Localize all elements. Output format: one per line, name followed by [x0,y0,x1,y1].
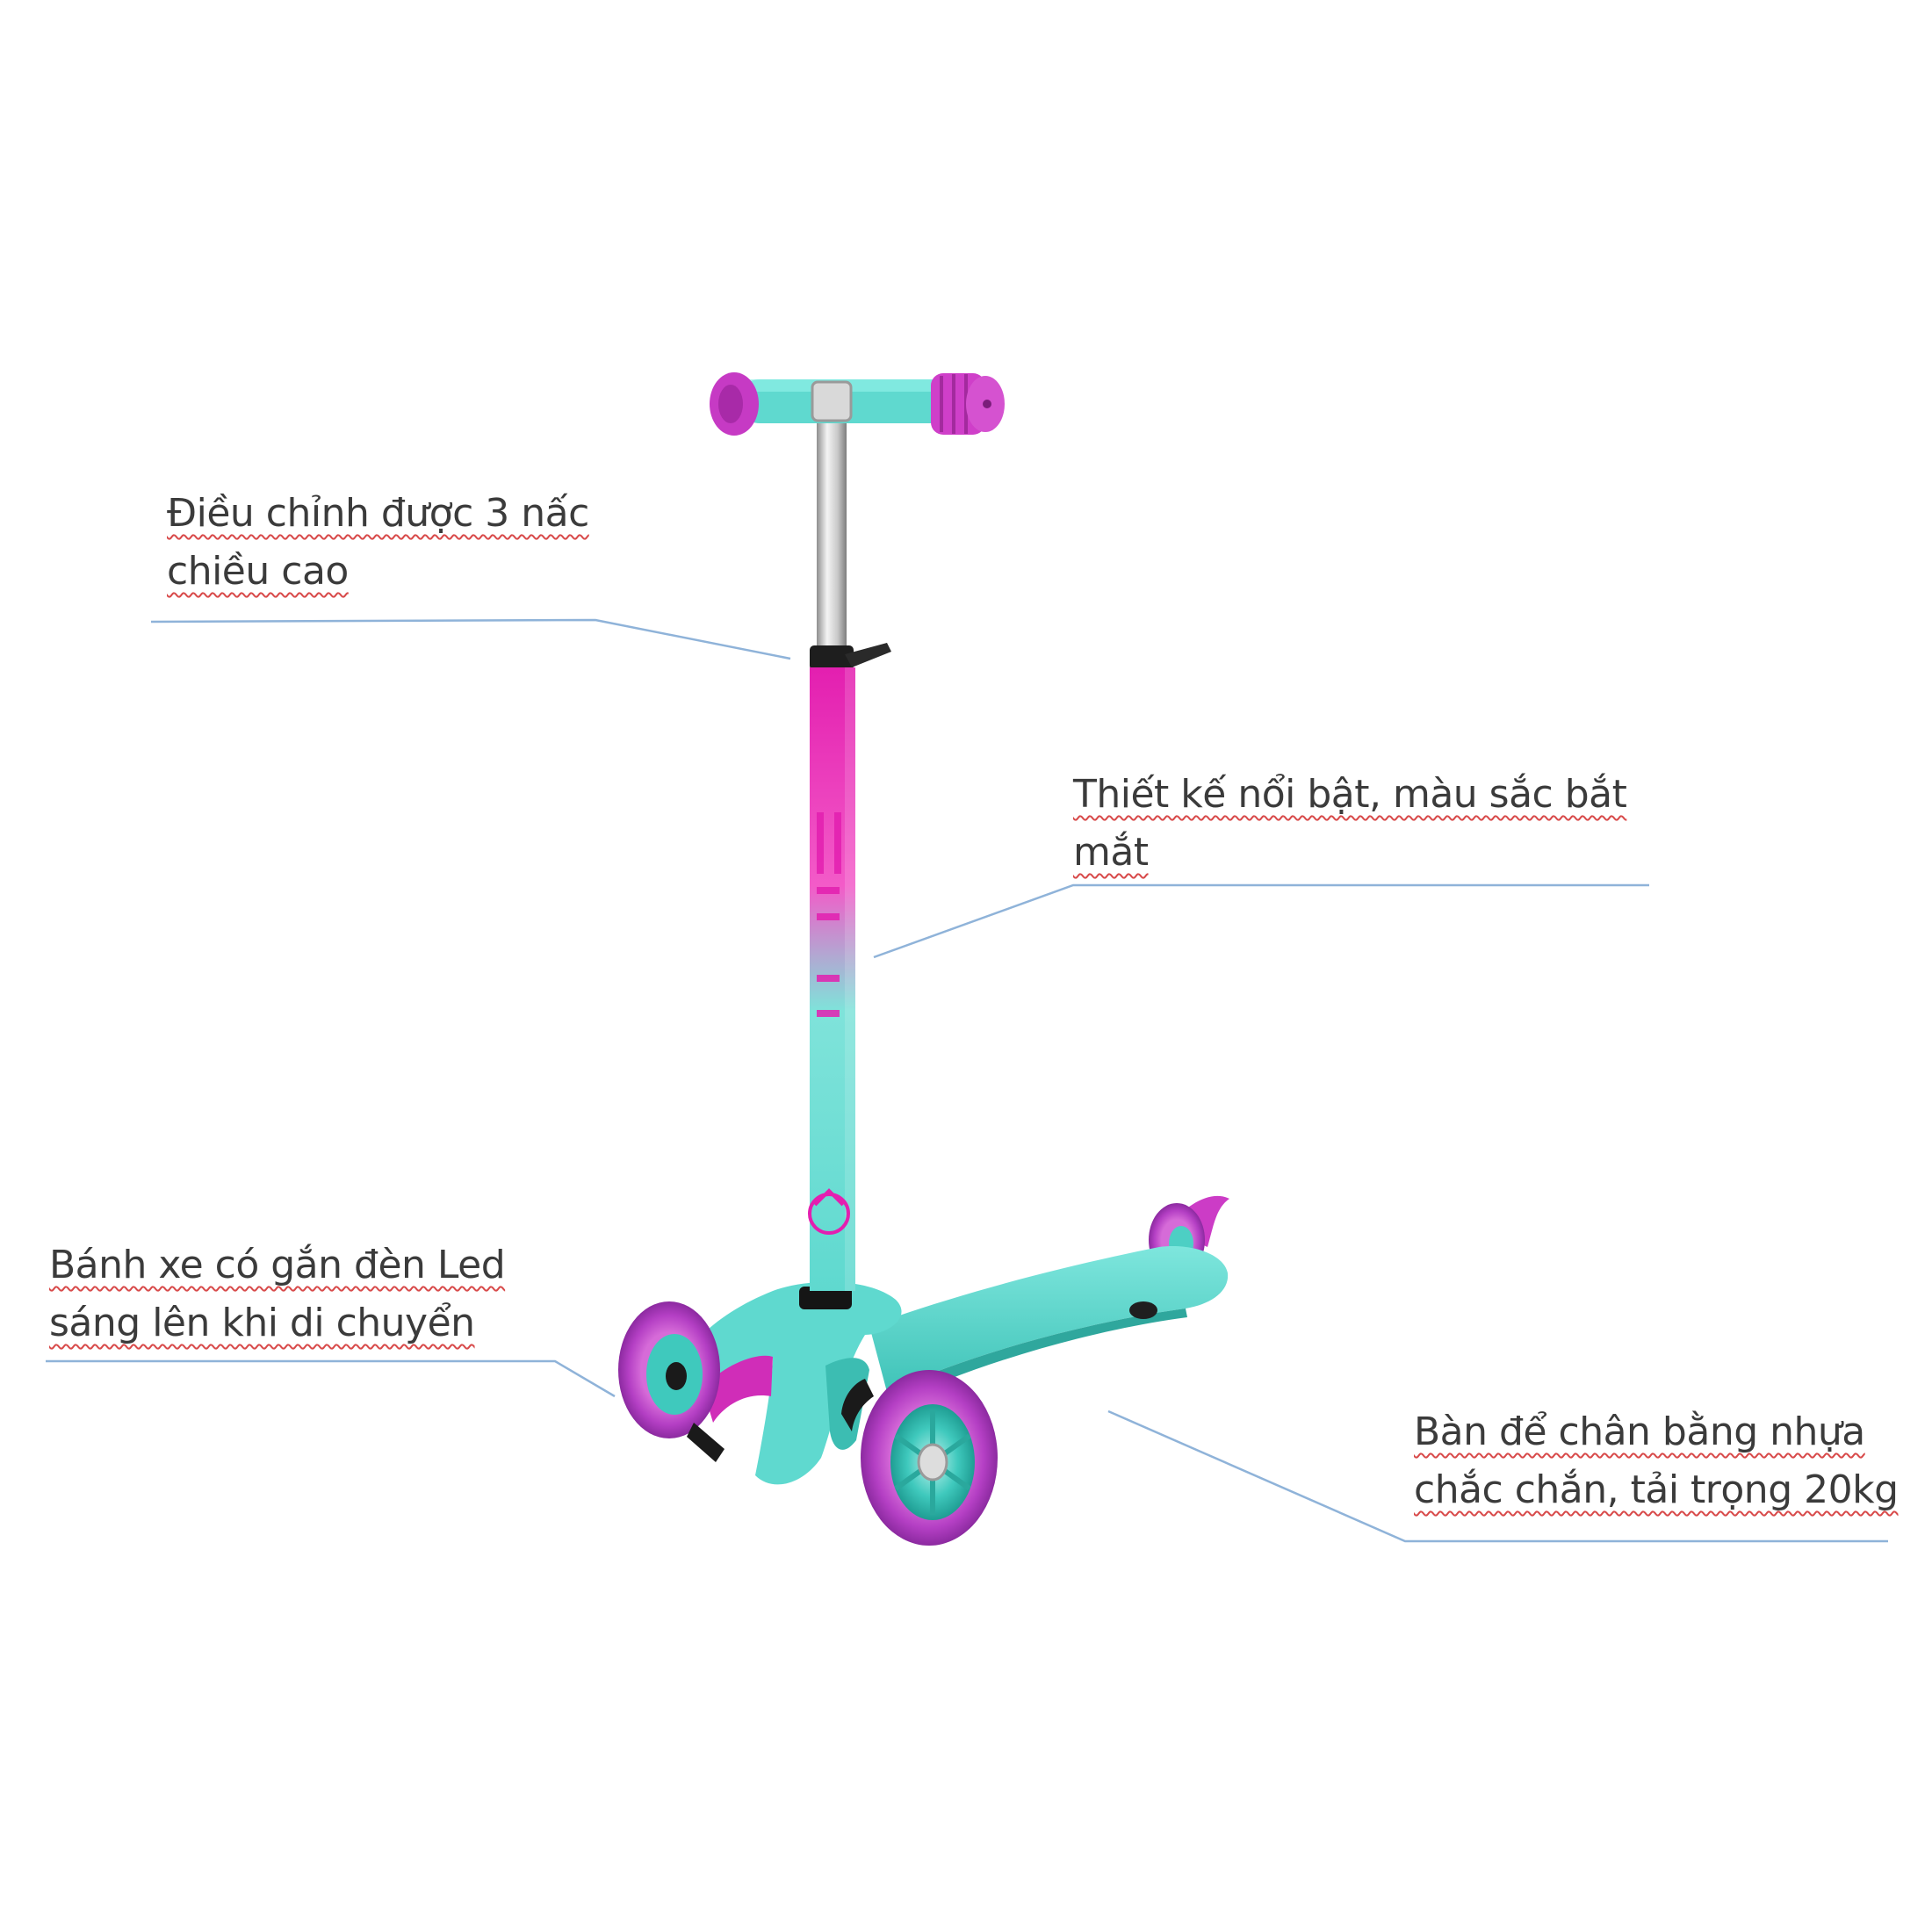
front-right-wheel [841,1370,998,1546]
height-clamp [810,643,891,670]
callout-deck: Bàn để chân bằng nhựa chắc chắn, tải trọ… [1414,1403,1899,1519]
leader-line-design [873,883,1649,959]
callout-height-line1: Điều chỉnh được 3 nấc [167,491,589,536]
callout-deck-line1: Bàn để chân bằng nhựa [1414,1409,1865,1454]
callout-height-adjust: Điều chỉnh được 3 nấc chiều cao [167,485,589,601]
callout-deck-line2: chắc chắn, tải trọng 20kg [1414,1467,1899,1512]
callout-height-line2: chiều cao [167,549,349,594]
stem-chrome-section [813,386,850,654]
callout-wheels-line1: Bánh xe có gắn đèn Led [49,1243,506,1287]
front-fork [674,1281,902,1485]
callout-design-line2: mắt [1073,830,1149,875]
stem-lower [808,667,855,1291]
callout-design-line1: Thiết kế nổi bật, màu sắc bắt [1073,772,1627,817]
callout-design: Thiết kế nổi bật, màu sắc bắt mắt [1073,766,1627,882]
leader-line-deck [1107,1409,1888,1543]
callout-led-wheels: Bánh xe có gắn đèn Led sáng lên khi di c… [49,1236,506,1352]
leader-line-height [150,618,791,660]
deck [869,1246,1229,1403]
leader-line-wheels [46,1359,616,1398]
handlebar [710,372,1005,436]
scooter-brand-logo [808,1188,850,1235]
handlebar-right-grip [931,373,1005,435]
callout-wheels-line2: sáng lên khi di chuyển [49,1301,475,1345]
front-left-wheel [618,1301,724,1462]
stem-brand-lettering [817,812,841,1017]
handlebar-left-grip [710,372,759,436]
